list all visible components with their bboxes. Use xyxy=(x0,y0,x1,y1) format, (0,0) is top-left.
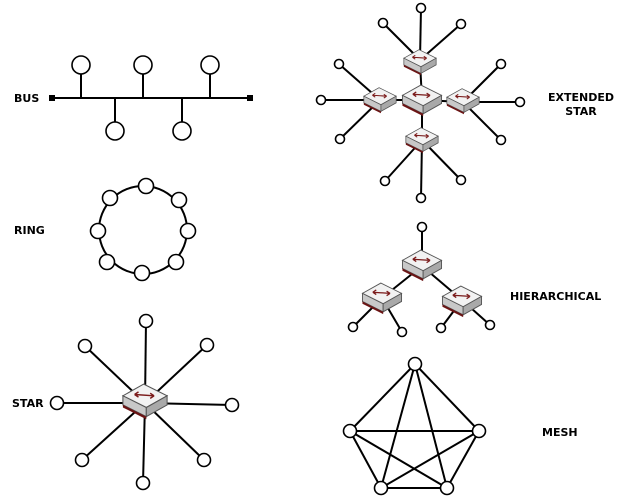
ring-topology: RING xyxy=(14,177,197,282)
extended-star-node xyxy=(455,174,467,186)
hierarchical-node xyxy=(347,321,359,333)
star-node xyxy=(196,452,212,468)
bus-node xyxy=(172,121,192,141)
ring-node xyxy=(101,189,119,207)
network-switch-icon xyxy=(401,84,443,117)
bus-topology: BUS xyxy=(14,55,253,141)
mesh-node xyxy=(471,423,487,439)
ring-node xyxy=(167,253,185,271)
mesh-node xyxy=(373,480,389,496)
bus-terminator-right xyxy=(247,95,253,101)
hierarchical-topology: HIERARCHICAL xyxy=(347,221,601,338)
star-node xyxy=(138,313,154,329)
bus-node xyxy=(71,55,91,75)
extended-star-node xyxy=(334,133,346,145)
star-node xyxy=(135,475,151,491)
extended-star-node xyxy=(495,58,507,70)
ring-node xyxy=(137,177,155,195)
extended-star-node xyxy=(333,58,345,70)
star-node xyxy=(199,337,215,353)
extended-star-node xyxy=(415,2,427,14)
network-switch-icon xyxy=(446,88,480,115)
star-node xyxy=(77,338,93,354)
bus-node xyxy=(133,55,153,75)
mesh-topology: MESH xyxy=(342,356,578,496)
hierarchical-node xyxy=(435,322,447,334)
bus-label: BUS xyxy=(14,92,39,105)
extended-star-node xyxy=(495,134,507,146)
ring-node xyxy=(179,222,197,240)
network-switch-icon xyxy=(403,49,437,76)
extended-star-node xyxy=(377,17,389,29)
star-node xyxy=(49,395,65,411)
mesh-node xyxy=(407,356,423,372)
bus-terminator-left xyxy=(49,95,55,101)
extended-star-node xyxy=(415,192,427,204)
extended-star-node xyxy=(315,94,327,106)
ring-label: RING xyxy=(14,224,45,237)
hierarchical-node xyxy=(396,326,408,338)
extended-star-node xyxy=(514,96,526,108)
extended-star-label-line1: EXTENDED xyxy=(548,91,614,104)
ring-node xyxy=(133,264,151,282)
extended-star-topology: EXTENDED STAR xyxy=(315,2,614,204)
bus-node xyxy=(105,121,125,141)
hierarchical-label: HIERARCHICAL xyxy=(510,290,601,303)
star-topology: STAR xyxy=(12,313,240,491)
network-switch-icon xyxy=(363,87,397,114)
mesh-label: MESH xyxy=(542,426,578,439)
extended-star-node xyxy=(455,18,467,30)
mesh-node xyxy=(342,423,358,439)
extended-star-node xyxy=(379,175,391,187)
network-switch-icon xyxy=(405,127,439,154)
ring-node xyxy=(170,191,188,209)
star-node xyxy=(224,397,240,413)
mesh-node xyxy=(439,480,455,496)
ring-node xyxy=(89,222,107,240)
hierarchical-node xyxy=(416,221,428,233)
extended-star-label-line2: STAR xyxy=(565,105,597,118)
bus-node xyxy=(200,55,220,75)
ring-node xyxy=(98,253,116,271)
star-label: STAR xyxy=(12,397,44,410)
hierarchical-node xyxy=(484,319,496,331)
star-node xyxy=(74,452,90,468)
